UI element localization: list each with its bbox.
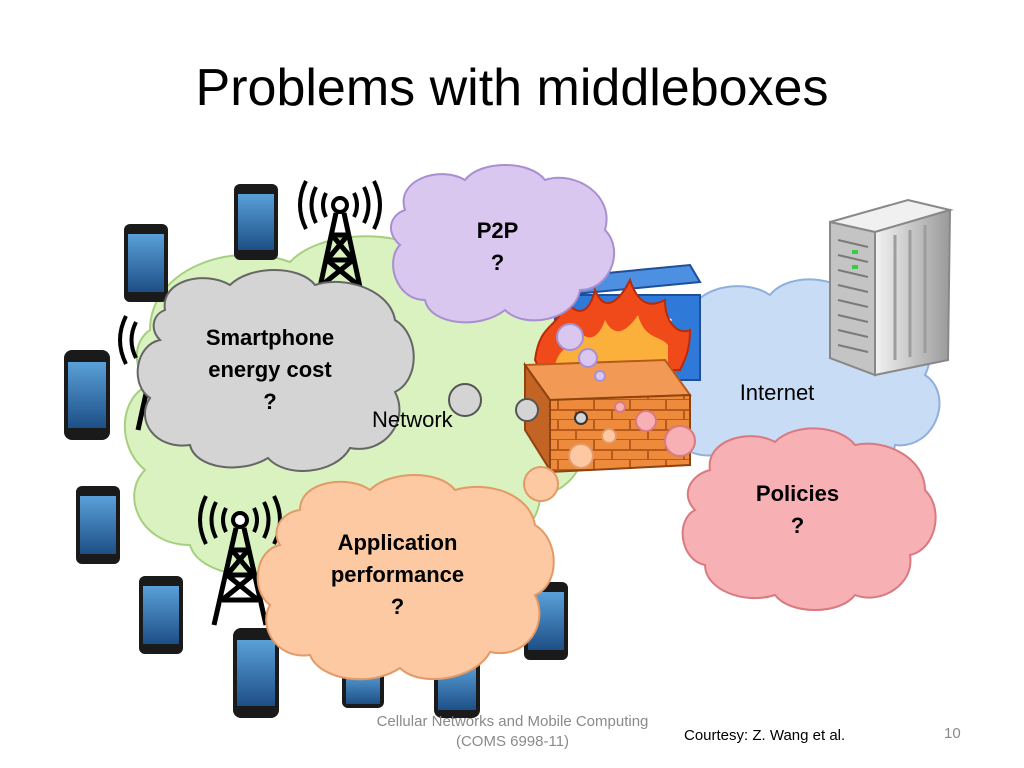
policies-thought-trail [614,401,696,457]
smartphone-icon [234,184,278,260]
footer-course-code: (COMS 6998-11) [455,733,570,751]
page-number: 10 [944,725,961,742]
footer-course: Cellular Networks and Mobile Computing (… [340,712,685,753]
energy-line1: Smartphone [205,325,335,350]
p2p-thought-trail [556,323,606,382]
app-performance-bubble [256,474,555,681]
cell-tower-icon [298,180,382,316]
policies-bubble [681,427,937,611]
cellular-network-label: Network [372,407,453,432]
footer-course-name: Cellular Networks and Mobile Computing [376,713,649,730]
p2p-label: P2P [476,218,519,243]
app-line1: Application [337,530,458,555]
p2p-bubble [390,164,615,324]
internet-label: Internet [739,380,815,405]
app-line2: performance [330,561,465,587]
p2p-bubble-text: P2P ? [455,215,540,279]
smartphone-icon [139,576,183,654]
app-thought-trail [523,428,617,502]
energy-bubble-text: Smartphone energy cost ? [180,322,360,418]
energy-question: ? [263,388,277,414]
cell-tower-icon [198,495,282,626]
p2p-question: ? [490,249,505,275]
app-bubble-text: Application performance ? [305,527,490,623]
app-question: ? [390,593,405,619]
policies-label: Policies [755,481,840,506]
energy-cost-bubble [136,269,415,472]
slide-title: Problems with middleboxes [195,59,829,117]
smartphone-icon [233,628,279,718]
server-icon [829,198,954,377]
energy-line2: energy cost [208,356,332,382]
energy-thought-trail [448,383,588,425]
smartphone-icon [64,350,110,440]
smartphone-icon [76,486,120,564]
policies-bubble-text: Policies ? [735,478,860,542]
policies-question: ? [790,512,805,538]
smartphone-icon [124,224,168,302]
footer-credit: Courtesy: Z. Wang et al. [684,727,846,744]
